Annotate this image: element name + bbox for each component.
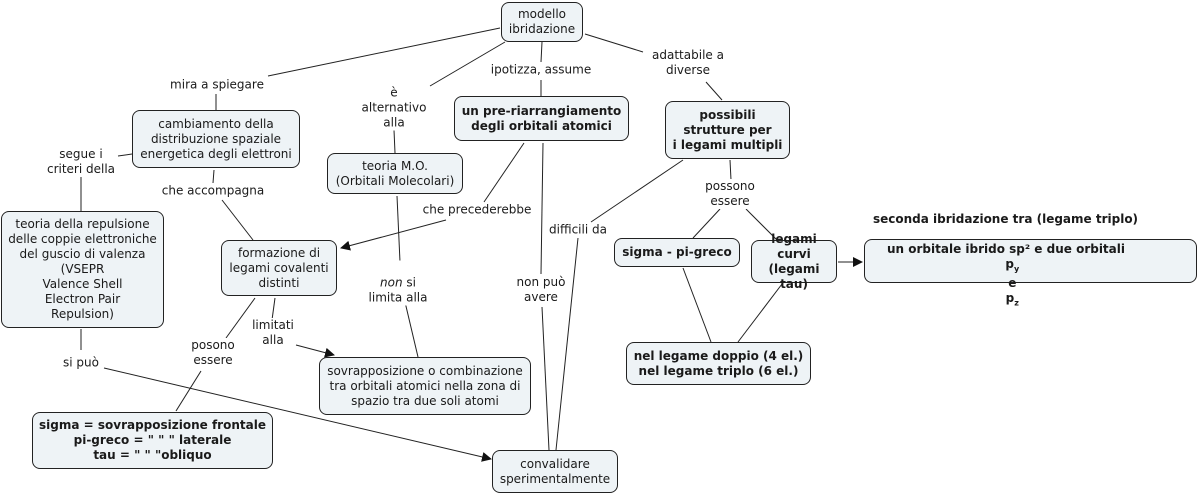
line-possibili-difficili <box>590 159 684 223</box>
label-segue-criteri: segue i criteri della <box>46 147 116 177</box>
label-ipotizza: ipotizza, assume <box>490 62 592 78</box>
label-si-puo: si può <box>63 355 99 371</box>
line-modello-mira <box>267 27 501 77</box>
node-legami-curvi[interactable]: legami curvi (legami tau) <box>751 232 837 291</box>
label-alternativo: è alternativo alla <box>361 85 427 131</box>
label-non-si-limita: non si limita alla <box>368 260 428 306</box>
line-nonsi-sovrap <box>404 301 419 358</box>
line-formazione-posono <box>225 297 256 339</box>
node-seconda-ibridazione[interactable]: seconda ibridazione tra (legame triplo) … <box>864 212 1197 307</box>
line-cambiamento-segue <box>117 153 133 157</box>
line-possibili-possono <box>729 159 732 181</box>
label-non-si-rest: si limita alla <box>368 275 428 305</box>
line-prer-precederebbe <box>483 142 525 203</box>
seconda-line2-text: un orbitale ibrido sp² e due orbitali <box>887 241 1125 256</box>
node-cambiamento[interactable]: cambiamento della distribuzione spaziale… <box>132 110 300 168</box>
node-modello-ibridazione[interactable]: modello ibridazione <box>501 2 583 42</box>
line-limitati-sovrap <box>295 344 335 358</box>
node-sigma-pi-greco[interactable]: sigma - pi-greco <box>614 238 740 267</box>
line-possono-sigma <box>692 208 721 239</box>
label-che-precederebbe: che precederebbe <box>422 202 532 218</box>
line-cambiamento-accompagna <box>212 169 215 184</box>
line-mo-nonsi <box>396 195 401 263</box>
label-difficili-da: difficili da <box>549 222 607 238</box>
pz-symbol: p <box>1005 291 1015 305</box>
line-sigma-nel <box>682 267 712 343</box>
line-precederebbe-formazione <box>340 219 447 251</box>
node-teoria-mo[interactable]: teoria M.O. (Orbitali Molecolari) <box>327 153 463 194</box>
node-possibili-strutture[interactable]: possibili strutture per i legami multipl… <box>665 101 790 159</box>
py-subscript: y <box>1013 264 1020 273</box>
line-curvi-nel <box>737 283 783 343</box>
seconda-line1: seconda ibridazione tra (legame triplo) <box>873 211 1139 226</box>
node-nel-legame[interactable]: nel legame doppio (4 el.) nel legame tri… <box>626 342 811 385</box>
line-alternativo-mo <box>393 129 396 154</box>
line-modello-alternativo <box>429 41 506 87</box>
label-posono-essere: posono essere <box>191 338 235 368</box>
seconda-line2: un orbitale ibrido sp² e due orbitali py… <box>873 227 1138 311</box>
label-non-italic: non <box>380 275 403 290</box>
line-sipuo-convalidare <box>103 367 492 462</box>
node-pre-riarrangiamento[interactable]: un pre-riarrangiamento degli orbitali at… <box>454 96 629 141</box>
line-adattabile-possibili <box>705 81 723 101</box>
pz-subscript: z <box>1014 298 1019 308</box>
and-symbol: e <box>1008 276 1017 290</box>
line-possono-curvi <box>745 208 778 241</box>
node-convalidare[interactable]: convalidare sperimentalmente <box>492 450 618 493</box>
label-limitati-alla: limitati alla <box>252 318 294 348</box>
line-prer-nonpuo <box>540 142 544 275</box>
label-che-accompagna: che accompagna <box>161 183 265 199</box>
node-vsepr[interactable]: teoria della repulsione delle coppie ele… <box>1 211 164 328</box>
label-adattabile: adattabile a diverse <box>652 48 724 78</box>
line-nonpuo-convalidare <box>541 306 550 451</box>
line-accompagna-formazione <box>221 199 254 241</box>
label-mira-a-spiegare: mira a spiegare <box>170 77 264 93</box>
label-possono-essere: possono essere <box>705 179 755 209</box>
node-sovrapposizione[interactable]: sovrapposizione o combinazione tra orbit… <box>319 357 531 415</box>
label-non-puo-avere: non può avere <box>516 275 566 305</box>
line-modello-ipotizza <box>540 41 543 63</box>
line-formazione-limitati <box>271 297 276 321</box>
node-formazione-legami[interactable]: formazione di legami covalenti distinti <box>221 240 337 296</box>
line-modello-adattabile <box>584 33 644 53</box>
node-sigma-sovrapposizione[interactable]: sigma = sovrapposizione frontale pi-grec… <box>32 412 273 469</box>
line-difficili-convalidare <box>555 237 579 451</box>
py-symbol: p <box>1005 256 1014 271</box>
line-posono-sigmaeq <box>175 370 202 412</box>
